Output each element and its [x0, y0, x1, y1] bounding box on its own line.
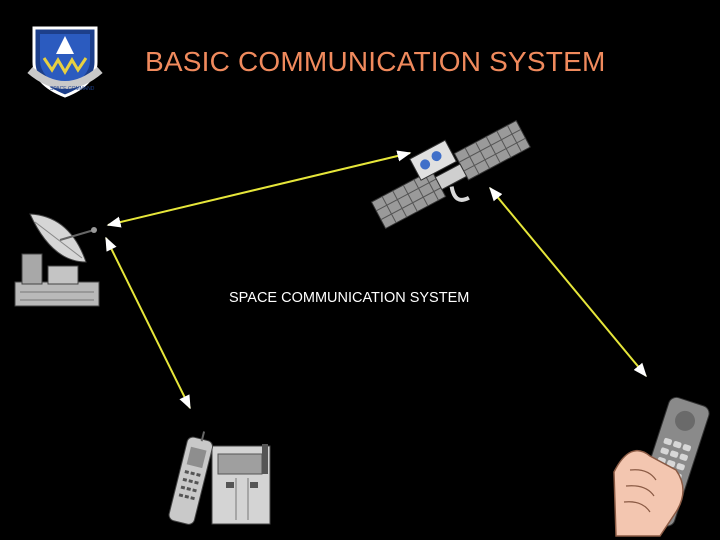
- link-ground-to-phone: [105, 236, 191, 410]
- hand-held-mobile-phone-icon: [613, 396, 710, 537]
- system-label: SPACE COMMUNICATION SYSTEM: [229, 290, 470, 306]
- space-command-emblem-icon: SPACE COMMAND: [27, 26, 103, 98]
- cordless-phone-base-icon: [168, 431, 271, 525]
- links: [105, 150, 647, 410]
- satellite-dish-ground-station-icon: [14, 213, 100, 307]
- emblem-ring-text: SPACE COMMAND: [50, 86, 95, 92]
- page-title: BASIC COMMUNICATION SYSTEM: [145, 46, 606, 77]
- link-ground-to-satellite: [106, 150, 412, 228]
- satellite-icon: [370, 119, 531, 230]
- link-satellite-to-mobile: [489, 186, 647, 378]
